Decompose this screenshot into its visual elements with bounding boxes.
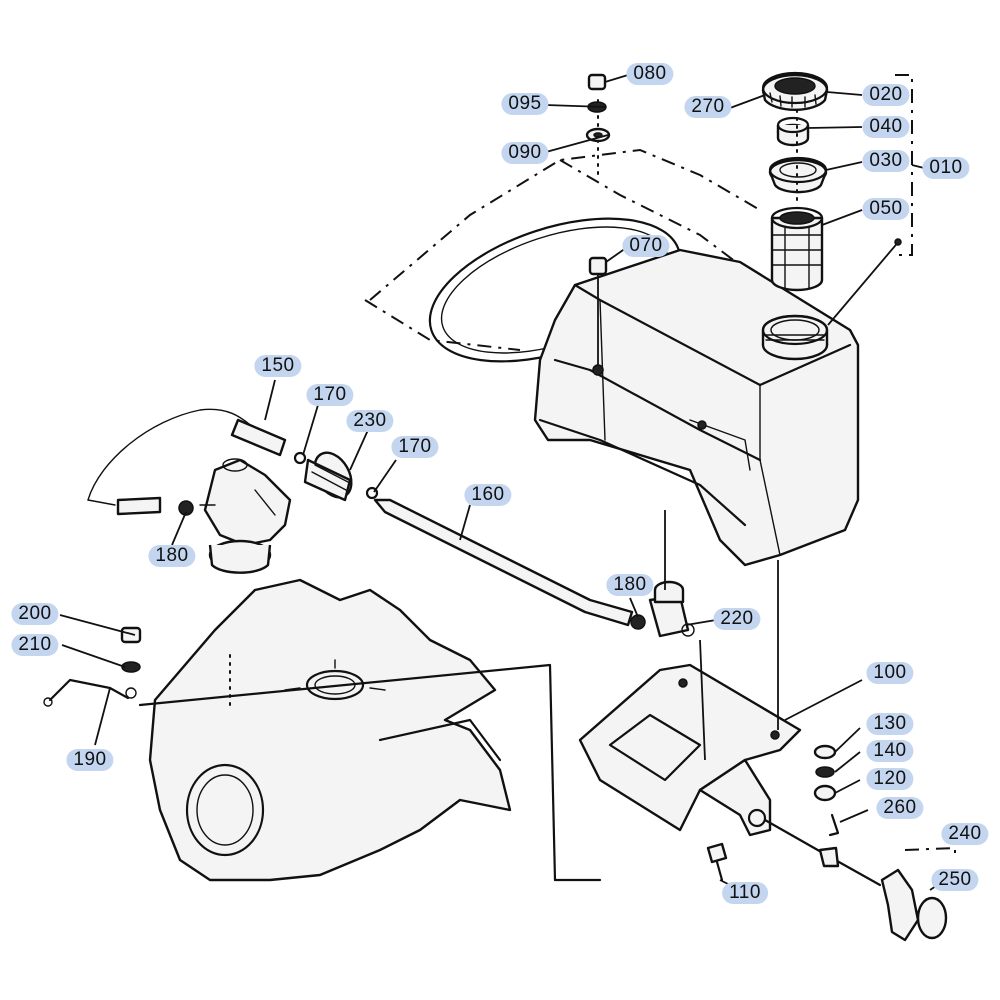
bracket-cock-line [699, 639, 706, 761]
callout-250: 250 [931, 869, 979, 891]
callout-100: 100 [866, 662, 914, 684]
fuel-tank [533, 248, 860, 567]
fuel-cap [761, 71, 829, 111]
bolt-200 [120, 626, 142, 699]
cap-gasket [776, 116, 810, 147]
callout-090: 090 [501, 142, 549, 164]
fuel-cock-220 [648, 580, 695, 638]
clip-260 [828, 813, 840, 837]
fuel-lever-240 [763, 818, 948, 942]
clamp-180b [630, 614, 646, 630]
callout-200: 200 [11, 603, 59, 625]
callout-120: 120 [866, 768, 914, 790]
callout-095: 095 [501, 93, 549, 115]
bolt-110 [706, 842, 728, 882]
fuel-filter-230 [303, 451, 353, 502]
grommet-070 [588, 256, 608, 276]
callout-240: 240 [941, 823, 989, 845]
engine-base-line [138, 663, 557, 882]
fuel-line-end [87, 499, 116, 506]
callout-150: 150 [254, 355, 302, 377]
drain-plug-080 [585, 73, 611, 143]
callout-180a: 180 [148, 545, 196, 567]
leader-tank-screw [827, 239, 901, 326]
engine-block [148, 578, 512, 882]
rod-190 [48, 678, 130, 702]
callout-220: 220 [713, 608, 761, 630]
clamp-180a [178, 500, 194, 516]
callout-210: 210 [11, 634, 59, 656]
washer-140 [815, 766, 835, 778]
callout-030: 030 [862, 150, 910, 172]
fuel-hose-160 [373, 498, 634, 627]
carburetor [199, 458, 292, 574]
callout-190: 190 [66, 749, 114, 771]
callout-070: 070 [622, 235, 670, 257]
fuel-strainer [770, 206, 824, 292]
callout-130: 130 [866, 713, 914, 735]
callout-170a: 170 [306, 384, 354, 406]
callout-170b: 170 [391, 436, 439, 458]
callout-080: 080 [626, 63, 674, 85]
callout-110: 110 [722, 882, 768, 904]
callout-140: 140 [866, 740, 914, 762]
callout-160: 160 [464, 484, 512, 506]
tank-bracket-100 [578, 663, 802, 837]
callout-260: 260 [876, 797, 924, 819]
clip-170a [293, 451, 307, 465]
clip-170b [365, 486, 379, 500]
nut-120 [813, 784, 837, 802]
fuel-hose-150 [116, 418, 287, 516]
callout-180b: 180 [606, 574, 654, 596]
callout-230: 230 [346, 410, 394, 432]
callout-050: 050 [862, 198, 910, 220]
callout-020: 020 [862, 84, 910, 106]
callout-010: 010 [922, 157, 970, 179]
leader-lines [59, 74, 946, 891]
assembly-bracket-240 [904, 846, 956, 860]
washer-130 [813, 744, 837, 760]
callout-270: 270 [684, 96, 732, 118]
callout-040: 040 [862, 116, 910, 138]
